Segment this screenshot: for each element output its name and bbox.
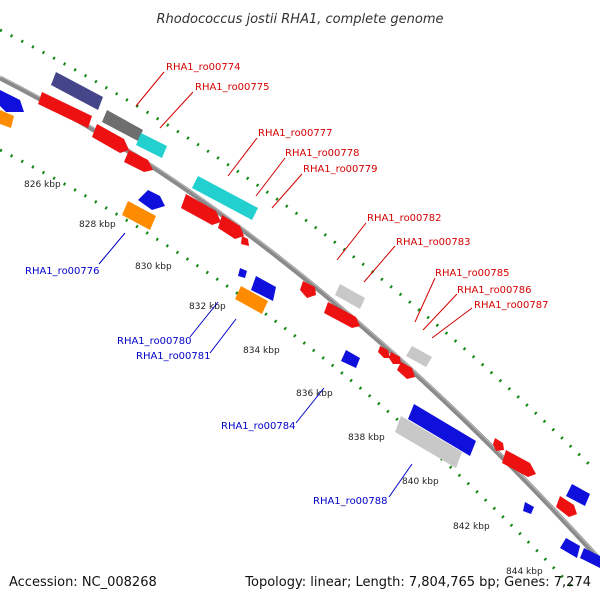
tick-label: 844 kbp	[506, 567, 543, 577]
leader-line	[98, 232, 126, 265]
tick-label: 836 kbp	[296, 389, 333, 399]
gene-ro00791[interactable]	[523, 502, 534, 514]
tick-label: 842 kbp	[453, 522, 490, 532]
gene-ro00776[interactable]	[122, 201, 156, 230]
outer-reverse-track	[0, 148, 577, 592]
gene-ro00772[interactable]	[38, 92, 92, 128]
gene-label[interactable]: RHA1_ro00788	[313, 496, 388, 507]
gene-ro00780[interactable]	[251, 276, 276, 301]
leader-line	[363, 245, 396, 283]
gene-left-orange[interactable]	[0, 110, 14, 128]
forward-gene-labels	[135, 71, 473, 339]
gene-ro00775[interactable]	[136, 133, 167, 158]
gene-ro00781[interactable]	[300, 281, 316, 298]
leader-line	[295, 387, 325, 424]
reverse-gene-labels	[98, 232, 413, 498]
gene-label[interactable]: RHA1_ro00782	[367, 213, 442, 224]
leader-line	[422, 293, 458, 331]
gene-ro00786[interactable]	[389, 352, 401, 364]
tick-label: 832 kbp	[189, 302, 226, 312]
gene-ro00780-small[interactable]	[238, 268, 247, 278]
tick-label: 840 kbp	[402, 477, 439, 487]
gene-label[interactable]: RHA1_ro00778	[285, 148, 360, 159]
gene-label[interactable]: RHA1_ro00775	[195, 82, 270, 93]
gene-label[interactable]: RHA1_ro00774	[166, 62, 241, 73]
genome-title: Rhodococcus jostii RHA1, complete genome	[157, 12, 444, 27]
gene-label[interactable]: RHA1_ro00780	[117, 336, 192, 347]
leader-line	[159, 91, 194, 129]
gene-ro00776[interactable]	[124, 150, 153, 172]
gene-ro00790[interactable]	[502, 450, 536, 477]
tick-label: 828 kbp	[79, 220, 116, 230]
tick-label: 826 kbp	[24, 180, 61, 190]
leader-line	[227, 137, 258, 177]
outer-forward-track	[0, 28, 597, 472]
gene-ro00777[interactable]	[192, 176, 258, 220]
gene-label[interactable]: RHA1_ro00786	[457, 285, 532, 296]
gene-label[interactable]: RHA1_ro00777	[258, 128, 333, 139]
tick-label: 834 kbp	[243, 346, 280, 356]
gene-ro00792[interactable]	[566, 484, 590, 506]
gene-ro00787[interactable]	[397, 362, 415, 379]
gene-ro00773[interactable]	[51, 72, 103, 110]
forward-gene-label-texts: RHA1_ro00774 RHA1_ro00775 RHA1_ro00777 R…	[166, 62, 549, 311]
tick-label: 830 kbp	[135, 262, 172, 272]
leader-line	[189, 301, 219, 338]
gene-label[interactable]: RHA1_ro00776	[25, 266, 100, 277]
gene-label[interactable]: RHA1_ro00779	[303, 164, 378, 175]
accession-text: Accession: NC_008268	[9, 575, 157, 590]
leader-line	[135, 71, 165, 107]
leader-line	[209, 318, 237, 354]
gene-ro00783[interactable]	[324, 302, 360, 328]
gene-label[interactable]: RHA1_ro00787	[474, 300, 549, 311]
reverse-gene-label-texts: RHA1_ro00776 RHA1_ro00780 RHA1_ro00781 R…	[25, 266, 388, 507]
gene-label[interactable]: RHA1_ro00783	[396, 237, 471, 248]
leader-line	[388, 463, 413, 498]
gene-ro00781[interactable]	[235, 286, 268, 314]
gene-ro00789[interactable]	[493, 438, 504, 451]
gene-left-blue[interactable]	[0, 90, 24, 112]
tick-label: 838 kbp	[348, 433, 385, 443]
leader-line	[414, 277, 436, 323]
leader-line	[431, 307, 473, 339]
gene-ro00784-blue[interactable]	[341, 350, 360, 368]
gene-ro00775b[interactable]	[92, 124, 129, 153]
leader-line	[336, 222, 367, 261]
gene-ro00793[interactable]	[556, 496, 577, 517]
gene-ro00794[interactable]	[560, 538, 580, 558]
gene-ro00785[interactable]	[406, 346, 432, 367]
leader-line	[271, 173, 303, 209]
gene-ro00784[interactable]	[378, 346, 390, 358]
leader-line	[255, 157, 286, 197]
gene-ro00782[interactable]	[335, 284, 365, 309]
gene-ro00776-blue[interactable]	[138, 190, 165, 210]
track-guides	[0, 28, 597, 592]
gene-ro00774[interactable]	[102, 110, 143, 141]
topology-text: Topology: linear; Length: 7,804,765 bp; …	[244, 575, 591, 590]
gene-ro00788[interactable]	[395, 416, 462, 468]
gene-ro00795[interactable]	[580, 548, 600, 568]
gene-ro00779b[interactable]	[241, 236, 249, 246]
tick-labels: 826 kbp 828 kbp 830 kbp 832 kbp 834 kbp …	[24, 180, 543, 577]
gene-label[interactable]: RHA1_ro00781	[136, 351, 211, 362]
reverse-genes	[0, 90, 600, 568]
gene-ro00779[interactable]	[218, 215, 244, 239]
forward-genes	[38, 72, 577, 517]
gene-ro00784[interactable]	[408, 404, 476, 456]
gene-label[interactable]: RHA1_ro00784	[221, 421, 296, 432]
gene-label[interactable]: RHA1_ro00785	[435, 268, 510, 279]
gene-ro00778[interactable]	[181, 194, 221, 225]
